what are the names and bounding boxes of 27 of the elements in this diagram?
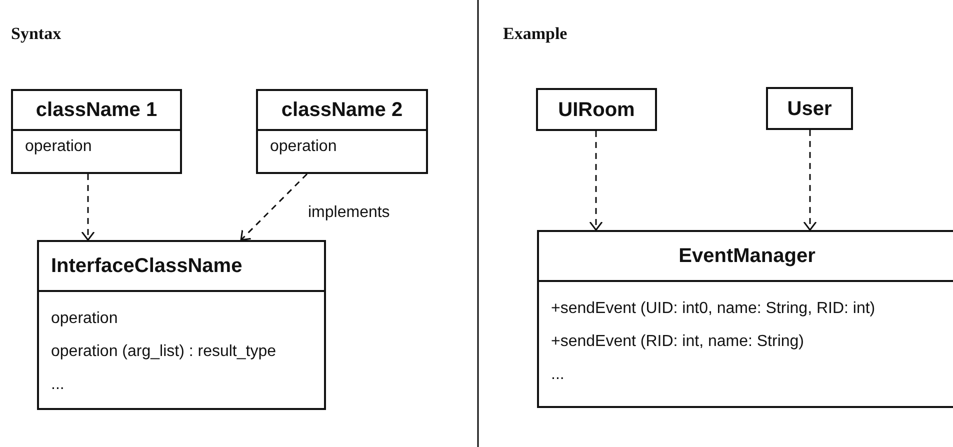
operation-text: operation <box>25 137 93 157</box>
dependency-arrow <box>81 174 95 241</box>
dependency-arrow <box>589 131 603 231</box>
class-name: className 2 <box>281 98 403 122</box>
class-box <box>37 240 326 410</box>
operation-text: +sendEvent (RID: int, name: String) <box>551 332 805 352</box>
class-name: UIRoom <box>558 98 635 122</box>
operation-text: operation (arg_list) : result_type <box>51 342 277 362</box>
operation-text: +sendEvent (UID: int0, name: String, RID: int) <box>551 299 876 319</box>
class-box <box>11 89 182 174</box>
edge-label: implements <box>306 204 392 222</box>
class-box <box>537 230 953 408</box>
operation-text: operation <box>51 309 119 329</box>
class-box <box>766 87 853 130</box>
dependency-arrow <box>803 130 817 231</box>
class-box <box>256 89 428 174</box>
panel-heading: Example <box>503 24 568 44</box>
dependency-arrow <box>240 173 308 241</box>
class-box <box>536 88 657 131</box>
class-name: InterfaceClassName <box>51 254 242 278</box>
operation-text: ... <box>551 365 566 385</box>
class-name: User <box>787 96 832 120</box>
class-name: EventManager <box>678 244 816 268</box>
panel-heading: Syntax <box>11 24 62 44</box>
operation-text: ... <box>51 375 66 395</box>
class-name: className 1 <box>36 98 158 122</box>
operation-text: operation <box>270 137 338 157</box>
